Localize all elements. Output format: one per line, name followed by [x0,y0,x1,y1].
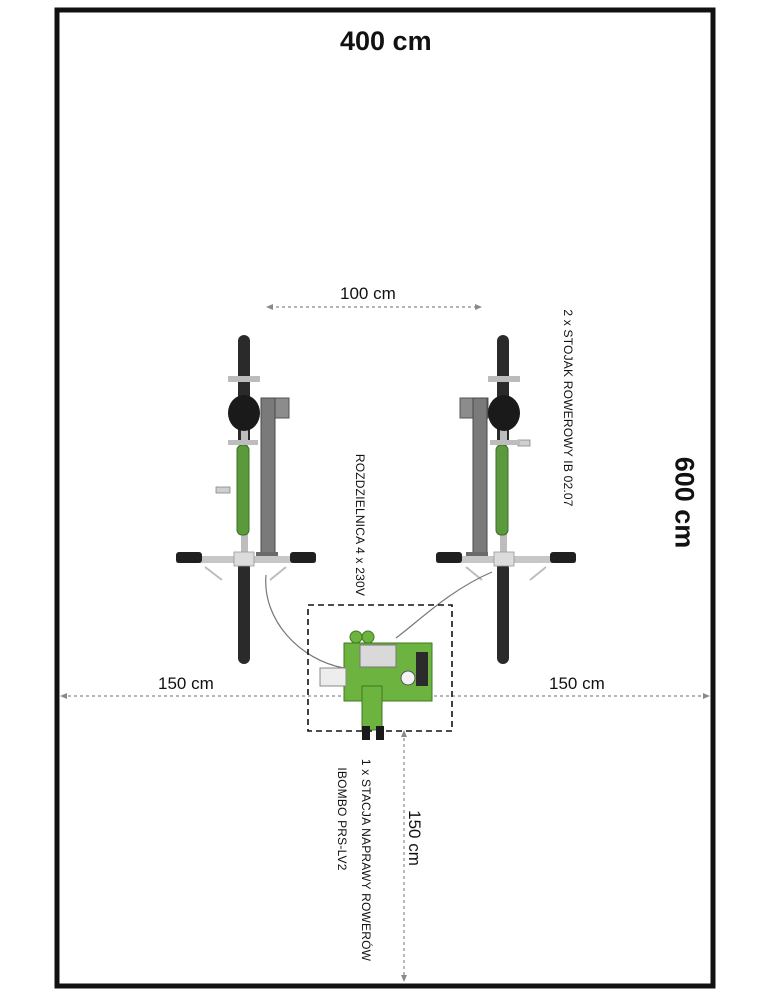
cable-right [395,571,493,639]
rear-wheel [238,562,250,664]
rack-note: 2 x STOJAK ROWEROWY IB 02.07 [561,309,575,507]
arrowhead-far-right [703,693,710,699]
arrowhead-right [475,304,482,310]
rack-bar [472,397,488,561]
bicycle-left [176,335,316,664]
cable-left [265,574,345,669]
arrowhead-top [401,730,407,737]
saddle [488,395,520,431]
saddle [228,395,260,431]
station-stand [361,685,383,731]
bicycle-right [436,335,576,664]
plan-boundary [54,7,716,989]
left-margin-label: 150 cm [158,674,214,693]
arrowhead-far-left [60,693,67,699]
rear-wheel [497,562,509,664]
bottom-margin-label: 150 cm [405,810,424,866]
station-note-line2: IBOMBO PRS-LV2 [335,767,349,871]
rack-spacing-label: 100 cm [340,284,396,303]
plan-height-label: 600 cm [669,456,700,549]
rack-bar [260,397,276,561]
arrowhead-bottom [401,975,407,982]
arrowhead-left [266,304,273,310]
station-note-line1: 1 x STACJA NAPRAWY ROWERÓW [359,758,373,962]
bike-rack-left [256,397,290,561]
repair-station [319,630,433,740]
bike-frame-green [236,444,250,536]
plan-width-label: 400 cm [340,26,432,56]
power-distribution-note: ROZDZIELNICA 4 x 230V [353,453,367,597]
right-margin-label: 150 cm [549,674,605,693]
pressure-gauge [400,670,416,686]
bike-frame-green [495,444,509,536]
bike-rack-right [459,397,489,561]
